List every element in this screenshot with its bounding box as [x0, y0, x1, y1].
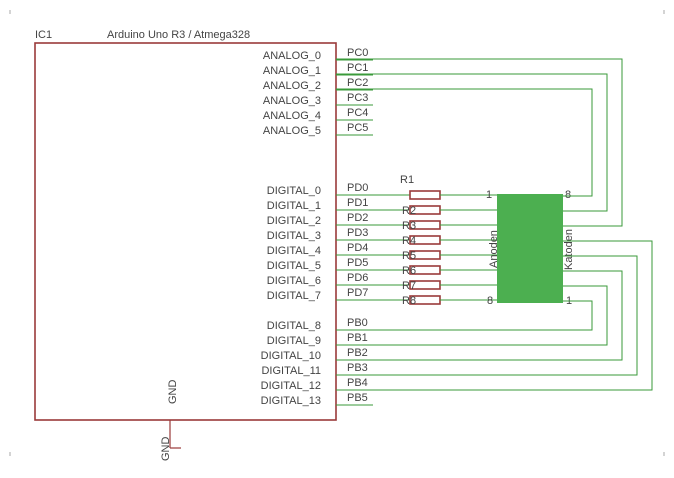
analog-net-label: PC4: [347, 107, 368, 119]
ic-body: [34, 42, 337, 421]
led-cathode-label: Katoden: [563, 229, 575, 270]
ic-name-label: Arduino Uno R3 / Atmega328: [107, 29, 250, 41]
wire-pc2: [336, 88, 593, 197]
digital-net-label: PD2: [347, 212, 368, 224]
wire-pb0: [336, 300, 593, 331]
resistor-label: R7: [402, 280, 416, 292]
portb-pin-name: DIGITAL_13: [261, 395, 321, 407]
digital-net-label: PD7: [347, 287, 368, 299]
ic-ref-label: IC1: [35, 29, 52, 41]
resistor-label: R3: [402, 220, 416, 232]
ic-gnd-outside-label: GND: [160, 437, 172, 462]
digital-net-label: PD4: [347, 242, 368, 254]
wire-pb1: [336, 285, 608, 346]
analog-pin-name: ANALOG_4: [263, 110, 321, 122]
led-array-body: [497, 194, 563, 303]
analog-net-label: PC3: [347, 92, 368, 104]
wire-pb3: [336, 255, 638, 376]
digital-pin-name: DIGITAL_6: [267, 275, 321, 287]
resistor-label: R5: [402, 250, 416, 262]
resistor-label: R4: [402, 235, 416, 247]
led-anode-label: Anoden: [488, 230, 500, 268]
wire-pb2: [336, 270, 623, 361]
portb-pin-name: DIGITAL_11: [261, 365, 321, 377]
portb-net-label: PB5: [347, 392, 368, 404]
portb-net-label: PB3: [347, 362, 368, 374]
led-anode-pin-top: 1: [486, 189, 492, 201]
resistor-label: R8: [402, 295, 416, 307]
portb-net-label: PB1: [347, 332, 368, 344]
analog-net-label: PC0: [347, 47, 368, 59]
analog-pin-name: ANALOG_3: [263, 95, 321, 107]
digital-net-label: PD5: [347, 257, 368, 269]
digital-pin-name: DIGITAL_4: [267, 245, 321, 257]
portb-pin-name: DIGITAL_9: [267, 335, 321, 347]
wire-pc0: [336, 58, 623, 227]
analog-pin-name: ANALOG_0: [263, 50, 321, 62]
digital-pin-name: DIGITAL_5: [267, 260, 321, 272]
portb-pin-name: DIGITAL_12: [261, 380, 321, 392]
digital-net-label: PD6: [347, 272, 368, 284]
portb-pin-name: DIGITAL_8: [267, 320, 321, 332]
resistor-body: [409, 190, 441, 200]
portb-net-label: PB0: [347, 317, 368, 329]
digital-pin-name: DIGITAL_3: [267, 230, 321, 242]
analog-pin-name: ANALOG_5: [263, 125, 321, 137]
resistor-header-label: R1: [400, 174, 414, 186]
wire-pb4: [336, 240, 653, 391]
resistor-label: R6: [402, 265, 416, 277]
digital-pin-name: DIGITAL_7: [267, 290, 321, 302]
digital-net-label: PD0: [347, 182, 368, 194]
analog-pin-name: ANALOG_2: [263, 80, 321, 92]
wires: [336, 58, 653, 391]
led-cathode-pin-top: 8: [565, 189, 571, 201]
wire-pc1: [336, 73, 608, 212]
portb-net-label: PB4: [347, 377, 368, 389]
portb-pin-name: DIGITAL_10: [261, 350, 321, 362]
digital-pin-name: DIGITAL_2: [267, 215, 321, 227]
analog-net-label: PC5: [347, 122, 368, 134]
led-anode-pin-bottom: 8: [487, 295, 493, 307]
analog-net-label: PC1: [347, 62, 368, 74]
digital-net-label: PD1: [347, 197, 368, 209]
digital-pin-name: DIGITAL_0: [267, 185, 321, 197]
portb-net-label: PB2: [347, 347, 368, 359]
analog-net-label: PC2: [347, 77, 368, 89]
ic-gnd-inside-label: GND: [167, 380, 179, 405]
analog-pin-name: ANALOG_1: [263, 65, 321, 77]
digital-pin-name: DIGITAL_1: [267, 200, 321, 212]
resistor-label: R2: [402, 205, 416, 217]
digital-net-label: PD3: [347, 227, 368, 239]
